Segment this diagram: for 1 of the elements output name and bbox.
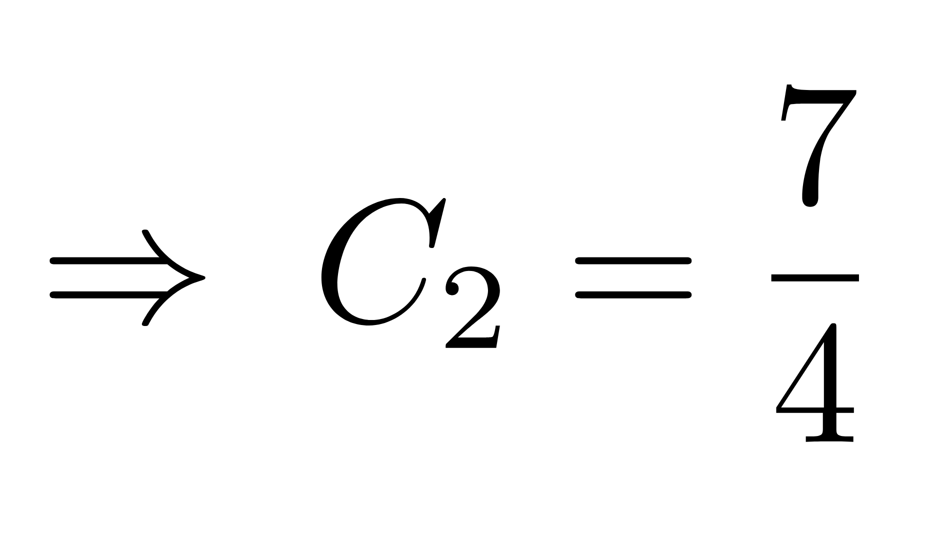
- formula: $\Rightarrow\; C_{2} = \frac{7}{4}$: [50, 84, 859, 442]
